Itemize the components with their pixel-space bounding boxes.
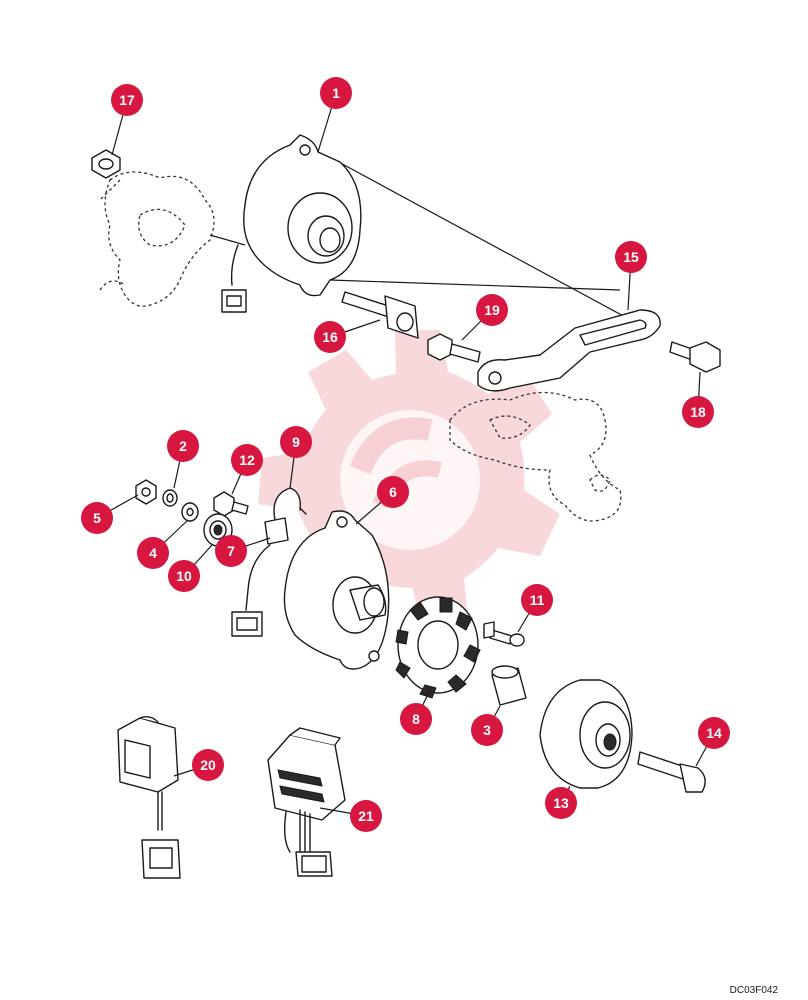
callout-20: 20 (192, 749, 224, 781)
callout-18: 18 (682, 396, 714, 428)
callout-9: 9 (280, 426, 312, 458)
stator-8 (395, 596, 481, 699)
lock-washer-2 (162, 489, 178, 507)
callout-15: 15 (615, 241, 647, 273)
svg-text:13: 13 (553, 795, 569, 811)
callout-12: 12 (231, 444, 263, 476)
alternator-assembly-1 (221, 134, 362, 313)
regulator-module-20 (117, 715, 181, 879)
svg-text:11: 11 (530, 592, 545, 608)
plain-washer-4 (181, 502, 199, 522)
callout-6: 6 (377, 476, 409, 508)
svg-text:17: 17 (119, 92, 135, 108)
through-bolt-16 (341, 291, 419, 339)
callout-13: 13 (545, 787, 577, 819)
adjusting-bracket-15 (477, 309, 661, 392)
svg-text:8: 8 (412, 711, 420, 727)
drawing-code-label: DC03F042 (729, 985, 778, 996)
callout-8: 8 (400, 703, 432, 735)
engine-mount-outline-right (449, 391, 622, 522)
svg-text:5: 5 (93, 510, 101, 526)
callout-17: 17 (111, 84, 143, 116)
svg-text:1: 1 (332, 85, 340, 101)
terminal-lead-7 (231, 517, 289, 637)
callout-10: 10 (168, 560, 200, 592)
hex-nut-5 (135, 479, 157, 505)
bolt-12 (213, 491, 249, 517)
svg-text:6: 6 (389, 484, 397, 500)
svg-text:4: 4 (149, 545, 157, 561)
svg-text:10: 10 (176, 568, 192, 584)
svg-text:2: 2 (179, 438, 187, 454)
svg-text:21: 21 (358, 808, 374, 824)
engine-mount-outline-left (99, 171, 215, 307)
svg-text:19: 19 (484, 302, 500, 318)
svg-text:9: 9 (292, 434, 300, 450)
screw-11 (483, 621, 525, 647)
callout-5: 5 (81, 502, 113, 534)
callout-1: 1 (320, 77, 352, 109)
svg-text:7: 7 (227, 543, 235, 559)
callout-11: 11 (521, 584, 553, 616)
spacer-3 (491, 665, 527, 706)
assembly-guide-line (209, 159, 641, 326)
callout-3: 3 (471, 714, 503, 746)
callout-2: 2 (167, 430, 199, 462)
callout-4: 4 (137, 537, 169, 569)
svg-text:18: 18 (690, 404, 706, 420)
callouts: 17 1 15 16 19 18 2 12 9 5 4 7 10 6 11 8 … (81, 77, 730, 832)
svg-text:20: 20 (200, 757, 216, 773)
svg-text:12: 12 (239, 452, 255, 468)
shaft-14 (637, 751, 706, 793)
rotor-13 (539, 679, 633, 789)
callout-21: 21 (350, 800, 382, 832)
svg-text:15: 15 (623, 249, 639, 265)
callout-16: 16 (314, 321, 346, 353)
svg-text:16: 16 (322, 329, 338, 345)
flange-nut-17 (91, 149, 121, 179)
callout-7: 7 (215, 535, 247, 567)
rectifier-21 (267, 727, 346, 877)
svg-text:3: 3 (483, 722, 491, 738)
flange-bolt-18 (669, 341, 721, 373)
svg-text:14: 14 (706, 725, 722, 741)
callout-19: 19 (476, 294, 508, 326)
flange-bolt-19 (427, 333, 481, 363)
callout-14: 14 (698, 717, 730, 749)
rear-housing-6 (283, 510, 390, 670)
